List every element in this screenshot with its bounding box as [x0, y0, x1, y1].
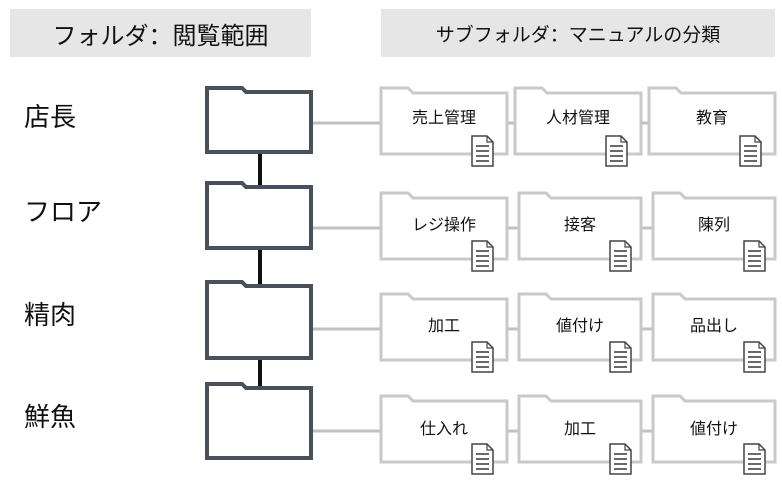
subfolder-label: 教育 — [695, 108, 728, 127]
document-icon — [471, 135, 494, 167]
subfolder-label: 接客 — [563, 215, 596, 234]
folder-icon[interactable] — [205, 280, 313, 360]
subfolder-category-header: サブフォルダ：マニュアルの分類 — [381, 9, 775, 57]
folder-row-1 — [205, 86, 777, 167]
subfolder-label: 品出し — [689, 316, 738, 335]
folder-scope-header: フォルダ：閲覧範囲 — [10, 9, 311, 57]
folder-row-3 — [205, 280, 777, 373]
subfolder-label: 人材管理 — [545, 108, 610, 127]
document-icon — [739, 135, 762, 167]
folder-label-row-1: 店長 — [24, 103, 77, 133]
subfolder-label: レジ操作 — [411, 215, 476, 234]
document-icon — [743, 443, 766, 475]
document-icon — [471, 443, 494, 475]
document-icon — [609, 240, 632, 272]
document-icon — [609, 341, 632, 373]
subfolder-label: 仕入れ — [419, 419, 468, 438]
folder-label-row-2: フロア — [24, 198, 103, 228]
folder-scope-title: フォルダ：閲覧範囲 — [52, 21, 269, 50]
folder-icon[interactable] — [205, 382, 313, 460]
folder-row-4 — [205, 382, 777, 475]
subfolder-label: 加工 — [563, 419, 596, 438]
document-icon — [743, 240, 766, 272]
subfolder-label: 売上管理 — [411, 108, 476, 127]
folder-row-2 — [205, 181, 777, 272]
subfolder-label: 値付け — [689, 419, 738, 438]
document-icon — [605, 135, 628, 167]
document-icon — [609, 443, 632, 475]
subfolder-label: 加工 — [427, 316, 460, 335]
document-icon — [743, 341, 766, 373]
folder-icon[interactable] — [205, 181, 313, 250]
folder-icon[interactable] — [205, 86, 313, 154]
subfolder-category-title: サブフォルダ：マニュアルの分類 — [435, 23, 721, 46]
document-icon — [471, 341, 494, 373]
subfolder-label: 陳列 — [697, 215, 730, 234]
subfolder-label: 値付け — [555, 316, 604, 335]
folder-label-row-4: 鮮魚 — [24, 403, 77, 433]
document-icon — [471, 240, 494, 272]
folder-label-row-3: 精肉 — [24, 301, 77, 331]
